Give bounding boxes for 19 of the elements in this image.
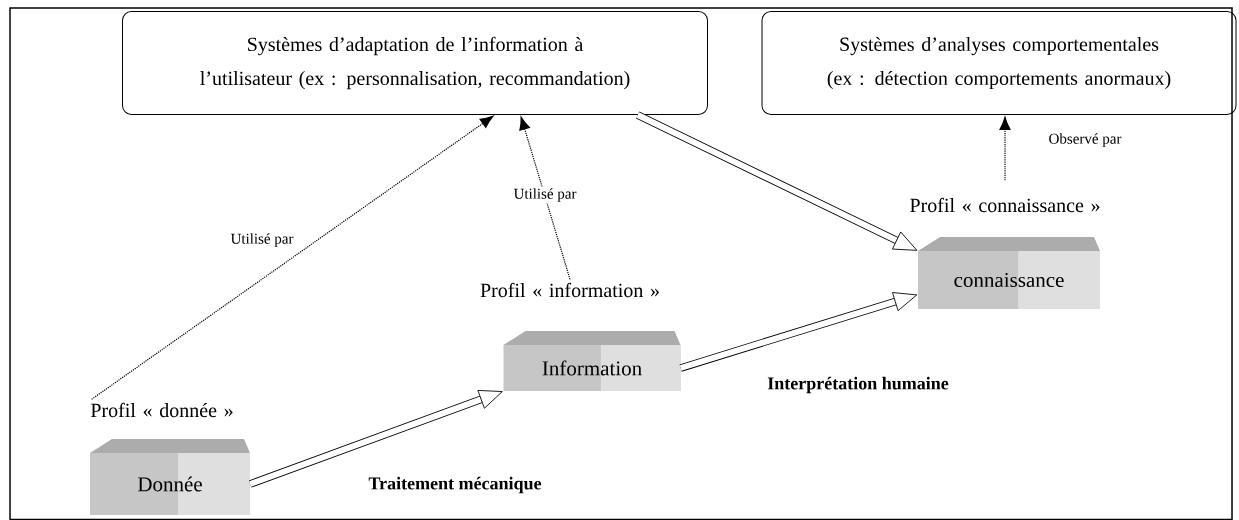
profile-label: Profil « information » (480, 282, 659, 298)
rounded-box: Systèmes d’analyses comportementales (ex : détection comportements anormaux) (761, 11, 1237, 115)
dotted-arrow (91, 115, 494, 400)
edge-label: Traitement mécanique (366, 475, 544, 495)
hollow-arrow (679, 292, 918, 372)
edge-label: Utilisé par (229, 231, 295, 249)
block-drawing: connaissance (918, 237, 1100, 309)
edge-label: Interprétation humaine (765, 375, 951, 395)
edge-label: Utilisé par (512, 186, 578, 204)
block-drawing: Donnée (90, 439, 250, 515)
profile-label: Profil « donnée » (90, 402, 233, 418)
rounded-box: Systèmes d’adaptation de l’information à l’utilisateur (ex : personnalisation, recommandation) (122, 11, 708, 115)
edge-label: Observé par (1047, 131, 1123, 149)
hollow-arrow (636, 111, 918, 251)
block-drawing: Information (503, 331, 681, 391)
dotted-arrow (519, 116, 571, 280)
dotted-arrow (999, 116, 1011, 181)
hollow-arrow (248, 390, 503, 488)
profile-label: Profil « connaissance » (910, 197, 1100, 213)
